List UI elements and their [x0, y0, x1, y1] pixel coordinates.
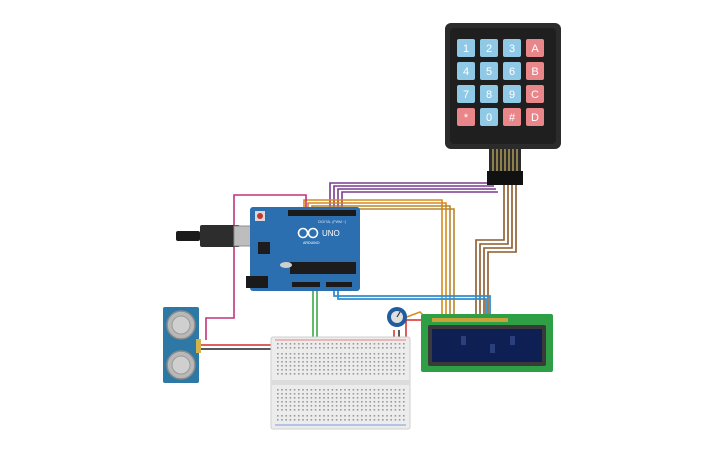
keypad-key-label: 3: [509, 43, 515, 55]
board-brand-label: ARDUINO: [303, 241, 320, 245]
lcd-16x2: [421, 314, 553, 372]
wire-brown-4: [487, 185, 517, 316]
keypad-key-label: 4: [463, 66, 469, 78]
ultrasonic-sensor: [163, 307, 201, 383]
keypad-key-label: B: [531, 66, 538, 78]
wire-orange-2: [307, 202, 447, 316]
board-model-label: UNO: [322, 229, 340, 238]
keypad-key-label: A: [531, 43, 539, 55]
reset-button: [257, 213, 263, 219]
keypad-key-label: D: [531, 112, 539, 124]
keypad-key: [457, 62, 475, 80]
keypad-key: [526, 85, 544, 103]
power-jack: [246, 276, 268, 288]
wire-blue-1: [333, 290, 491, 316]
atmega-chip: [290, 262, 356, 274]
usb-cable: [176, 225, 255, 247]
keypad-key: [526, 39, 544, 57]
keypad-key-label: #: [509, 112, 516, 124]
keypad-key: [480, 39, 498, 57]
keypad-key-label: C: [531, 89, 539, 101]
keypad-keys: 1 2 3 A 4 5 6 B 7 8 9 C * 0 # D: [457, 39, 544, 126]
keypad-key: [457, 108, 475, 126]
keypad-key: [457, 85, 475, 103]
keypad-key-label: *: [464, 112, 469, 124]
keypad-key-label: 5: [486, 66, 492, 78]
keypad-key: [480, 85, 498, 103]
keypad-key: [503, 39, 521, 57]
wire-brown-3: [483, 185, 513, 316]
wire-blue-2: [337, 290, 487, 316]
wire-brown-2: [479, 185, 509, 316]
keypad-key: [503, 108, 521, 126]
wire-pink: [205, 194, 307, 340]
arduino-uno-board: DIGITAL (PWM ~) UNO ARDUINO: [176, 207, 360, 291]
keypad-key: [503, 62, 521, 80]
keypad-key: [457, 39, 475, 57]
wire-purple-3: [337, 188, 496, 208]
breadboard-holes: [277, 343, 405, 421]
wire-brown-1: [475, 185, 505, 316]
keypad-ribbon: [487, 149, 523, 185]
keypad-key: [526, 62, 544, 80]
keypad-key-label: 0: [486, 112, 492, 124]
keypad-key: [526, 108, 544, 126]
keypad-key-label: 9: [509, 89, 515, 101]
wire-orange-1: [303, 199, 443, 316]
arduino-logo-icon: [297, 227, 319, 239]
keypad-key-label: 6: [509, 66, 515, 78]
keypad-key-label: 7: [463, 89, 469, 101]
breadboard: [270, 336, 411, 430]
digital-header-label: DIGITAL (PWM ~): [318, 220, 346, 224]
keypad-key-label: 1: [463, 43, 469, 55]
keypad-key-label: 2: [486, 43, 492, 55]
keypad-key: [480, 62, 498, 80]
potentiometer: [387, 307, 407, 327]
keypad-key: [480, 108, 498, 126]
keypad-4x4: 1 2 3 A 4 5 6 B 7 8 9 C * 0 # D: [445, 23, 561, 185]
lcd-screen: [432, 329, 542, 362]
keypad-key-label: 8: [486, 89, 492, 101]
keypad-key: [503, 85, 521, 103]
